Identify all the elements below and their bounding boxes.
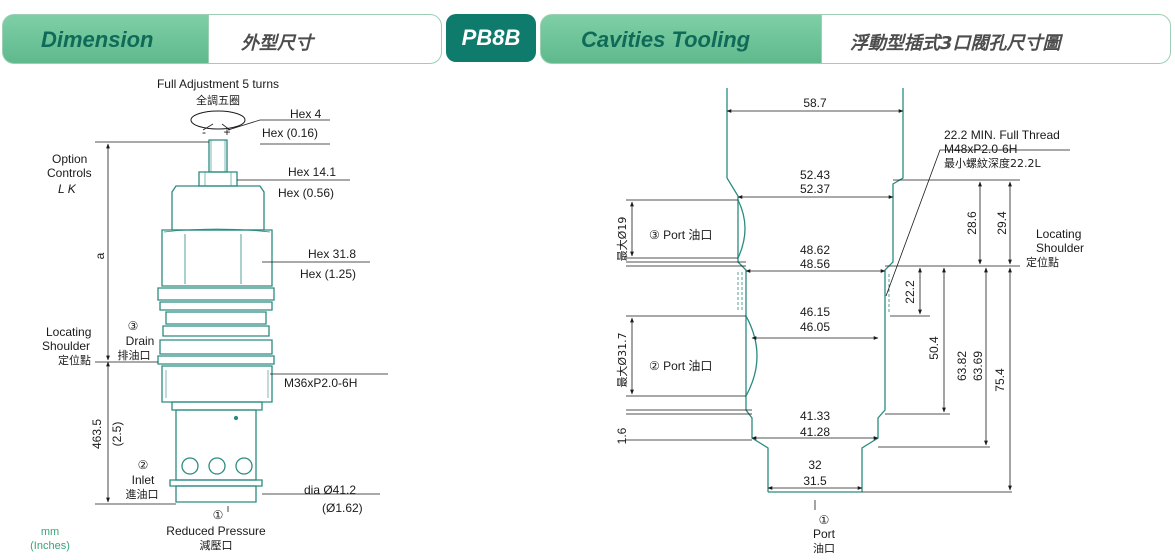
port1-label: Port (813, 527, 836, 541)
locating-shoulder-zh: 定位點 (58, 353, 91, 367)
model-code-badge: PB8B (446, 14, 536, 62)
right-locating-line2: Shoulder (1036, 241, 1084, 255)
drain-number: ③ (128, 319, 139, 333)
thread-depth-label: 22.2 MIN. Full Thread (944, 128, 1060, 142)
hex318-inch-label: Hex (1.25) (300, 267, 356, 281)
reduced-pressure-zh: 減壓口 (200, 538, 233, 552)
inlet-number: ② (138, 458, 149, 472)
adjust-label-zh: 全調五圈 (196, 93, 240, 107)
minus-sign: - (202, 125, 206, 139)
port1-label-zh: 油口 (813, 541, 835, 555)
hex4-inch-label: Hex (0.16) (262, 126, 318, 140)
right-labels: 58.7 22.2 MIN. Full Thread M48xP2.0-6H 最… (615, 96, 1084, 555)
plus-sign: + (223, 125, 230, 139)
port3-label: ③ Port 油口 (649, 228, 712, 242)
length-label: 463.5 (90, 419, 104, 449)
dim-48-62: 48.62 (800, 243, 830, 257)
drain-label-zh: 排油口 (118, 348, 151, 362)
inlet-label-zh: 進油口 (126, 487, 159, 501)
dimension-title-zh: 外型尺寸 (241, 33, 313, 54)
diameter-label: dia Ø41.2 (304, 483, 356, 497)
drain-label: Drain (126, 334, 155, 348)
reduced-pressure-number: ① (213, 508, 224, 522)
dim-29-4: 29.4 (995, 211, 1009, 235)
cavities-title-zh: 浮動型插式3口閥孔尺寸圖 (850, 33, 1061, 54)
dim-48-56: 48.56 (800, 257, 830, 271)
right-locating-zh: 定位點 (1026, 255, 1059, 269)
thread-spec-label: M48xP2.0-6H (944, 142, 1017, 156)
diameter-inch-label: (Ø1.62) (322, 501, 363, 515)
dimension-subtab: 外型尺寸 (208, 14, 442, 64)
dimension-tab: Dimension (2, 14, 209, 64)
option-codes: L K (58, 182, 77, 196)
thread-label: M36xP2.0-6H (284, 376, 357, 390)
dim-46-05: 46.05 (800, 320, 830, 334)
unit-mm: mm (41, 526, 59, 538)
port2-label: ② Port 油口 (649, 359, 712, 373)
dim-63-69: 63.69 (971, 351, 985, 381)
hex141-label: Hex 14.1 (288, 165, 336, 179)
option-controls-line2: Controls (47, 166, 92, 180)
right-locating-line1: Locating (1036, 227, 1081, 241)
dim-31-5: 31.5 (803, 474, 827, 488)
dim-41-33: 41.33 (800, 409, 830, 423)
dim-1-6: 1.6 (615, 427, 629, 444)
dim-50-4: 50.4 (927, 336, 941, 360)
right-dimension-lines (626, 109, 1070, 510)
port1-number: ① (819, 513, 830, 527)
cavities-title-en: Cavities Tooling (581, 27, 751, 52)
dim-28-6: 28.6 (965, 211, 979, 235)
dim-58-7: 58.7 (803, 96, 827, 110)
reduced-pressure-label: Reduced Pressure (166, 524, 266, 538)
left-labels: Full Adjustment 5 turns 全調五圈 - + Hex 4 H… (30, 77, 363, 552)
hex4-label: Hex 4 (290, 107, 322, 121)
inlet-label: Inlet (132, 473, 155, 487)
locating-shoulder-line2: Shoulder (42, 339, 90, 353)
valve-drawing (157, 110, 275, 503)
dim-22-2: 22.2 (903, 280, 917, 304)
length-inch-label: (2.5) (110, 422, 124, 447)
max-dia-19: 最大Ø19 (615, 217, 629, 262)
hex318-label: Hex 31.8 (308, 247, 356, 261)
left-dimension-lines (95, 119, 388, 512)
dim-46-15: 46.15 (800, 305, 830, 319)
dimension-a: a (93, 252, 107, 259)
dim-32: 32 (808, 458, 822, 472)
option-controls-line1: Option (52, 152, 87, 166)
max-dia-31-7: 最大Ø31.7 (615, 332, 629, 387)
header-cavities: Cavities Tooling 浮動型插式3口閥孔尺寸圖 (540, 14, 1172, 64)
dim-63-82: 63.82 (955, 351, 969, 381)
adjust-label: Full Adjustment 5 turns (157, 77, 279, 91)
locating-shoulder-line1: Locating (46, 325, 91, 339)
thread-depth-zh: 最小螺紋深度22.2L (944, 156, 1041, 170)
dim-52-37: 52.37 (800, 182, 830, 196)
dim-75-4: 75.4 (993, 368, 1007, 392)
hex141-inch-label: Hex (0.56) (278, 186, 334, 200)
header-dimension: Dimension 外型尺寸 (0, 14, 445, 64)
dim-52-43: 52.43 (800, 168, 830, 182)
unit-inches: (Inches) (30, 540, 70, 552)
dimension-title-en: Dimension (41, 27, 154, 52)
dim-41-28: 41.28 (800, 425, 830, 439)
cavity-drawing (726, 88, 904, 493)
model-code: PB8B (461, 25, 521, 50)
cavities-subtab: 浮動型插式3口閥孔尺寸圖 (821, 14, 1171, 64)
